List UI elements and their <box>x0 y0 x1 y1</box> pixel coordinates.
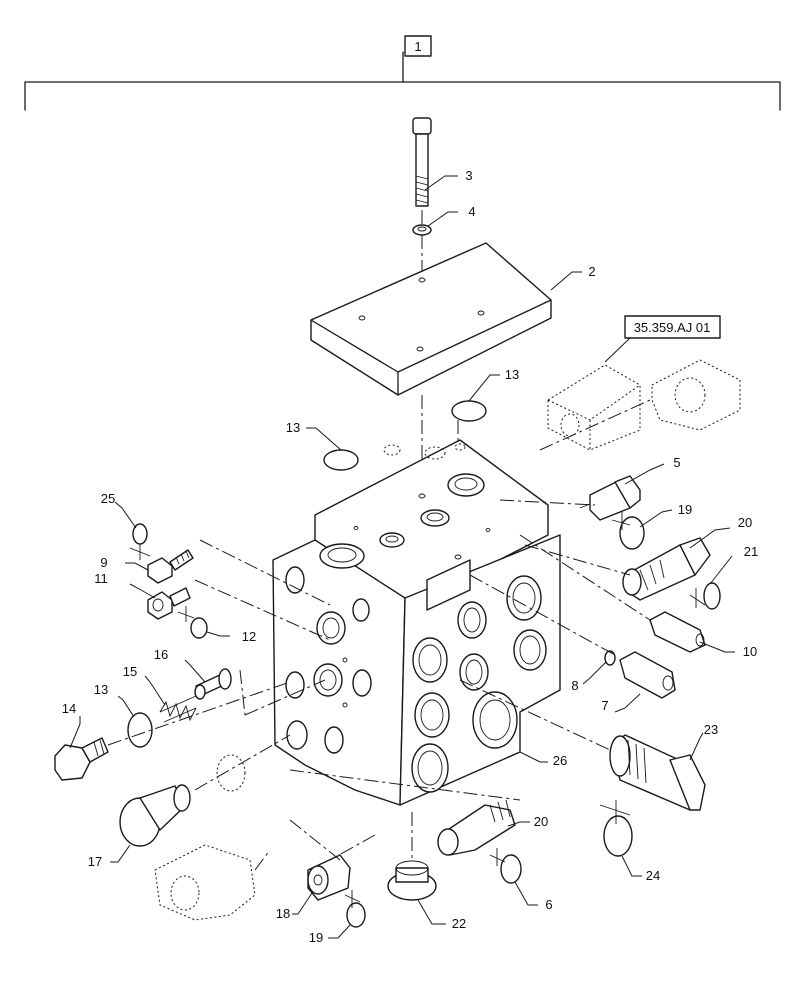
callout-12: 12 <box>242 629 256 644</box>
callout-23: 23 <box>704 722 718 737</box>
o-ring-parts <box>127 400 487 748</box>
callout-9: 9 <box>100 555 107 570</box>
assembly-number: 1 <box>414 39 421 54</box>
reference-label[interactable]: 35.359.AJ 01 <box>634 320 711 335</box>
ghost-housings <box>154 359 741 921</box>
callout-15: 15 <box>123 664 137 679</box>
leader-lines <box>69 175 735 939</box>
callout-26: 26 <box>553 753 567 768</box>
assembly-number-box <box>404 35 432 57</box>
left-fittings <box>54 523 331 847</box>
callout-14: 14 <box>62 701 76 716</box>
callout-8: 8 <box>571 678 578 693</box>
callout-11: 11 <box>94 571 108 586</box>
callout-20-lower: 20 <box>534 814 548 829</box>
callout-19-right: 19 <box>678 502 692 517</box>
callout-13-top-left: 13 <box>286 420 300 435</box>
reference-box[interactable]: 35.359.AJ 01 <box>604 315 721 363</box>
callout-5: 5 <box>673 455 680 470</box>
callout-25: 25 <box>101 491 115 506</box>
bottom-fittings <box>289 812 437 928</box>
callout-18: 18 <box>276 906 290 921</box>
callout-16: 16 <box>154 647 168 662</box>
callout-20-upper: 20 <box>738 515 752 530</box>
valve-block-part <box>272 439 561 806</box>
callout-3: 3 <box>465 168 472 183</box>
callout-7: 7 <box>601 698 608 713</box>
callout-numbers: 3 4 2 13 13 25 9 11 12 16 15 14 13 17 5 … <box>62 168 758 945</box>
washer-part <box>412 224 432 236</box>
callout-21: 21 <box>744 544 758 559</box>
callout-24: 24 <box>646 868 660 883</box>
callout-22: 22 <box>452 916 466 931</box>
callout-13-top-right: 13 <box>505 367 519 382</box>
callout-6: 6 <box>545 897 552 912</box>
callout-13-left: 13 <box>94 682 108 697</box>
right-fittings <box>289 399 721 884</box>
callout-4: 4 <box>468 204 475 219</box>
bolt-part <box>412 117 432 280</box>
callout-19-bottom: 19 <box>309 930 323 945</box>
callout-2: 2 <box>588 264 595 279</box>
assembly-bracket: 1 <box>24 35 781 111</box>
callout-10: 10 <box>743 644 757 659</box>
callout-17: 17 <box>88 854 102 869</box>
